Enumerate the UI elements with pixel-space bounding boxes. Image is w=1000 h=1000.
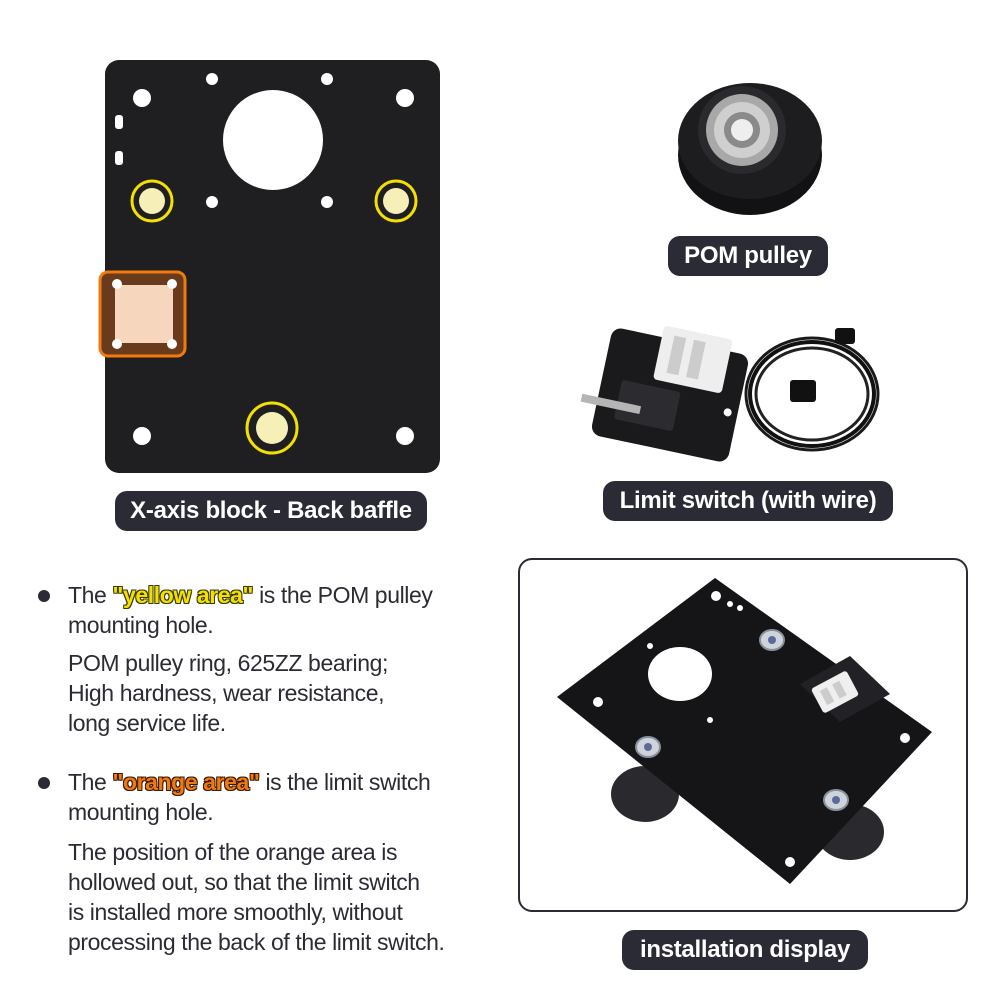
bullet-2-line-1: The "orange area" is the limit switch <box>68 767 431 797</box>
bullet-2-desc-2: hollowed out, so that the limit switch <box>68 869 420 895</box>
back-baffle-plate-image <box>98 60 440 473</box>
back-baffle-label: X-axis block - Back baffle <box>115 491 427 531</box>
bullet-1-desc-3: long service life. <box>68 710 226 736</box>
bullet-2-desc-1: The position of the orange area is <box>68 839 398 865</box>
bullet-2-prefix: The <box>68 769 113 795</box>
bullet-2-suffix: is the limit switch <box>259 769 431 795</box>
bullet-1-line-1: The "yellow area" is the POM pulley <box>68 580 433 610</box>
bullet-1-line-2: mounting hole. <box>68 612 214 638</box>
bullet-2-desc-4: processing the back of the limit switch. <box>68 929 445 955</box>
bullet-2-desc-3: is installed more smoothly, without <box>68 899 403 925</box>
bullet-1-dot <box>38 590 50 602</box>
installation-image <box>557 578 932 884</box>
bullet-1-desc-1: POM pulley ring, 625ZZ bearing; <box>68 650 388 676</box>
installation-frame <box>518 558 968 912</box>
bullet-1-desc-2: High hardness, wear resistance, <box>68 680 385 706</box>
orange-area-highlight: "orange area" <box>112 769 260 795</box>
installation-label: installation display <box>622 930 868 970</box>
bullet-1-prefix: The <box>68 582 113 608</box>
pom-pulley-image <box>678 83 822 215</box>
pom-pulley-label: POM pulley <box>668 236 828 276</box>
limit-switch-image <box>580 326 880 462</box>
limit-switch-label: Limit switch (with wire) <box>603 481 893 521</box>
yellow-area-highlight: "yellow area" <box>112 582 254 608</box>
bullet-2-dot <box>38 777 50 789</box>
bullet-1-suffix: is the POM pulley <box>253 582 433 608</box>
bullet-2-line-2: mounting hole. <box>68 799 214 825</box>
